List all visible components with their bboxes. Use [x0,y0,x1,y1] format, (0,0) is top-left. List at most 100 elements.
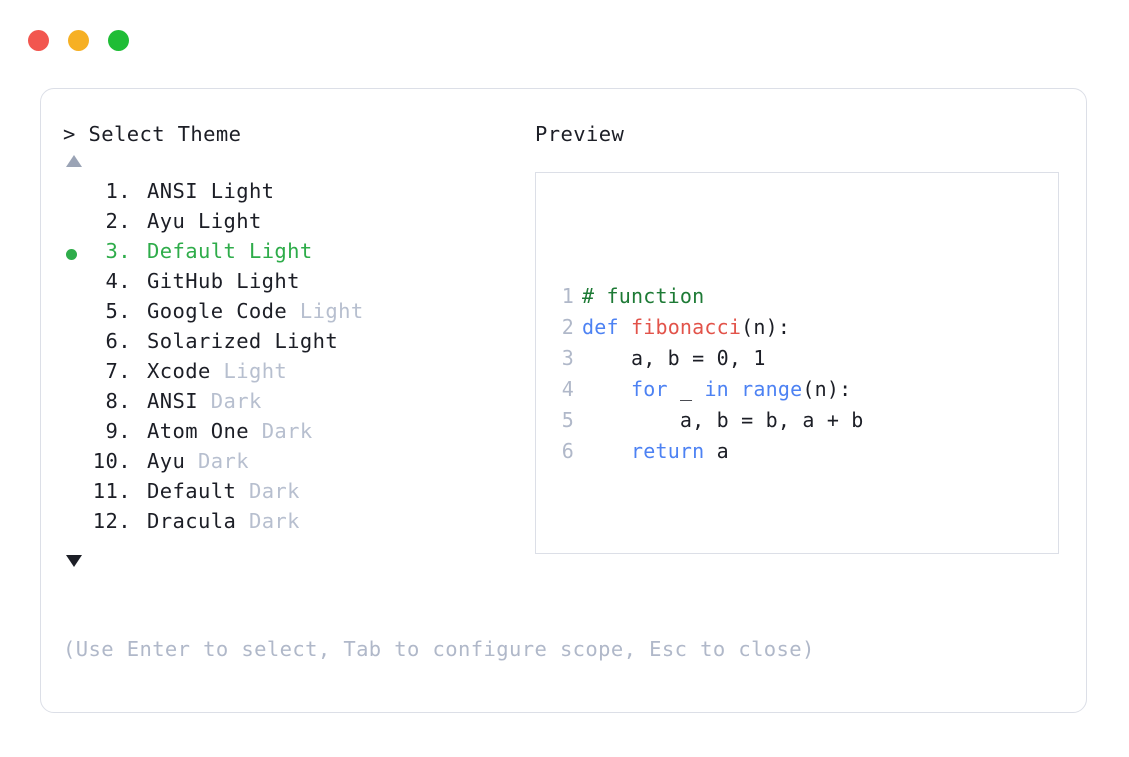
code-token: fibonacci [630,315,742,339]
line-number: 1 [561,284,574,308]
theme-item-gap [131,389,147,413]
code-token: a [704,439,729,463]
theme-item-variant: Light [248,239,313,263]
theme-item-name: Dracula [147,509,237,533]
theme-list-item[interactable]: 10. Ayu Dark [63,449,533,479]
code-token: a, b = 0, 1 [582,346,766,370]
code-token: def [582,315,631,339]
theme-item-name: ANSI [147,179,198,203]
theme-item-space [198,179,211,203]
selection-bullet-slot [63,479,91,509]
theme-list-item[interactable]: 9. Atom One Dark [63,419,533,449]
scroll-down-icon[interactable] [66,555,82,567]
theme-list-item[interactable]: 1. ANSI Light [63,179,533,209]
theme-item-index: 7. [105,359,131,383]
selection-bullet-slot [63,359,91,389]
theme-item-gap [131,209,147,233]
selection-bullet-slot [63,269,91,299]
theme-item-space [185,209,198,233]
code-token [582,439,631,463]
maximize-button[interactable] [108,30,129,51]
code-line-text: return a [574,436,729,467]
theme-list-item[interactable]: 6. Solarized Light [63,329,533,359]
theme-item-variant: Dark [248,509,300,533]
theme-list-item[interactable]: 7. Xcode Light [63,359,533,389]
theme-item-variant: Light [223,359,288,383]
code-line-text: def fibonacci(n): [574,312,790,343]
theme-item-variant: Light [210,179,275,203]
theme-item-index: 8. [105,389,131,413]
line-number: 2 [561,315,574,339]
theme-item-name: GitHub [147,269,224,293]
code-line: 6 return a [550,436,890,467]
selection-bullet-slot [63,209,91,239]
line-number: 6 [561,439,574,463]
theme-item-index: 3. [105,239,131,263]
theme-item-name: Xcode [147,359,211,383]
code-line-text: # function [574,281,704,312]
theme-item-gap [131,239,147,263]
theme-item-variant: Dark [210,389,262,413]
preview-title: Preview [535,122,625,146]
selection-bullet-slot [63,449,91,479]
theme-item-index: 2. [105,209,131,233]
code-token: in [704,377,729,401]
theme-list-item[interactable]: 8. ANSI Dark [63,389,533,419]
diff-line-del: 1-print("Hello, " + name) [550,553,878,554]
theme-item-index: 6. [105,329,131,353]
theme-item-index: 11. [92,479,131,503]
theme-item-gap [131,359,147,383]
code-token: _ [667,377,705,401]
diff-line-text: print("Hello, " + name) [594,553,878,554]
scroll-up-icon[interactable] [66,155,82,167]
theme-item-index: 1. [105,179,131,203]
theme-item-space [198,389,211,413]
window-controls [28,30,129,51]
theme-item-variant: Light [299,299,364,323]
code-token: (n): [802,377,852,401]
line-number: 3 [561,346,574,370]
theme-list-item[interactable]: 2. Ayu Light [63,209,533,239]
selection-bullet-slot [63,299,91,329]
minimize-button[interactable] [68,30,89,51]
theme-item-name: Ayu [147,449,186,473]
theme-item-gap [131,449,147,473]
code-token: (n): [741,315,791,339]
theme-item-variant: Dark [248,479,300,503]
theme-item-space [249,419,262,443]
selection-bullet-slot [63,419,91,449]
theme-item-gap [131,329,147,353]
theme-list-item[interactable]: 11. Default Dark [63,479,533,509]
selection-bullet-slot [63,389,91,419]
theme-item-variant: Dark [197,449,249,473]
theme-item-index: 10. [92,449,131,473]
theme-list-item[interactable]: 3. Default Light [63,239,533,269]
theme-item-index: 12. [92,509,131,533]
theme-item-gap [131,509,147,533]
code-line-text: a, b = b, a + b [574,405,864,436]
theme-item-variant: Light [274,329,339,353]
selected-bullet-icon [66,248,77,260]
close-button[interactable] [28,30,49,51]
theme-item-index: 4. [105,269,131,293]
selection-bullet-slot [63,329,91,359]
theme-list-item[interactable]: 4. GitHub Light [63,269,533,299]
selection-bullet-slot [63,179,91,209]
theme-item-index: 9. [105,419,131,443]
theme-list-item[interactable]: 12. Dracula Dark [63,509,533,539]
theme-item-name: ANSI [147,389,198,413]
diff-lines: 1-print("Hello, " + name)1+print(f"Hello… [550,553,890,554]
theme-item-space [236,239,249,263]
theme-list-item[interactable]: 5. Google Code Light [63,299,533,329]
theme-item-space [262,329,275,353]
code-line-text: a, b = 0, 1 [574,343,766,374]
code-token: for [630,377,668,401]
diff-sign: - [574,553,594,554]
